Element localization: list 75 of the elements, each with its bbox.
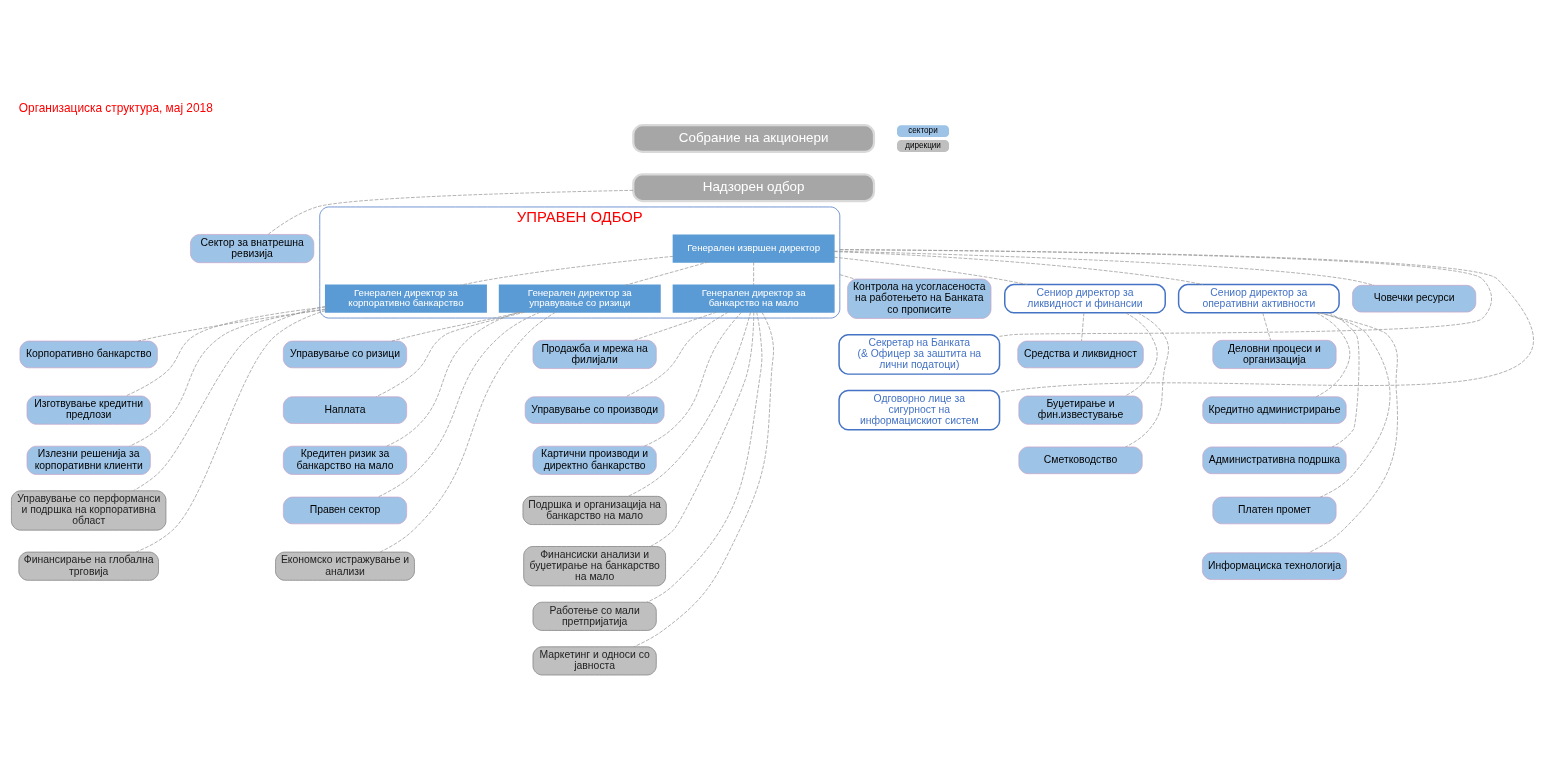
node-box: Надзорен одбор: [632, 173, 876, 203]
diagram-title: Организациска структура, мај 2018: [18, 101, 213, 116]
node-box: Економско истражување и анализи: [275, 551, 415, 581]
connector: [1308, 312, 1398, 554]
connector: [267, 189, 634, 235]
node-box: Продажба и мрежа на филијали: [532, 339, 657, 369]
node-box: Платен промет: [1212, 496, 1337, 525]
node-box: Информациска технологија: [1202, 552, 1347, 580]
connector: [391, 311, 523, 342]
connector: [839, 274, 855, 280]
node-box: Финансиски анализи и буџетирање на банкарство на мало: [523, 546, 666, 587]
node-box: Управување со производи: [524, 396, 665, 424]
connector: [650, 311, 755, 547]
node-box: Сениор директор за ликвидност и финансии: [1004, 283, 1166, 314]
node-box: Генерален директор за банкарство на мало: [672, 284, 835, 313]
node-box: Генерален извршен директор: [672, 234, 835, 263]
connector: [135, 310, 326, 553]
node-box: Административна подршка: [1202, 446, 1347, 475]
node-box: Генерален директор за управување со ризици: [498, 284, 661, 313]
connector: [377, 311, 541, 498]
connector: [833, 250, 1375, 286]
connector: [643, 311, 742, 447]
connector: [1315, 312, 1351, 398]
connector: [459, 256, 674, 286]
node-box: Буџетирање и фин.известување: [1018, 395, 1143, 425]
node-box: Средства и ликвидност: [1017, 340, 1144, 369]
node-box: Кредитен ризик за банкарство на мало: [282, 445, 408, 475]
node-box: Контрола на усогласеноста на работењето на Банката со прописите: [847, 278, 992, 319]
node-box: Човечки ресурси: [1352, 284, 1477, 313]
connector: [633, 311, 774, 648]
node-box: Сектор за внатрешна ревизија: [190, 234, 315, 264]
connector: [839, 249, 1492, 337]
node-box: Работење со мали претпријатија: [532, 601, 657, 631]
connector: [375, 311, 526, 397]
node-box: Сметководство: [1018, 446, 1143, 475]
node-box: Финансирање на глобална трговија: [18, 551, 159, 581]
node-box: Деловни процеси и организација: [1212, 339, 1337, 369]
connector: [1124, 312, 1158, 397]
node-box: Корпоративно банкарство: [19, 340, 158, 369]
connector: [625, 311, 729, 397]
node-box: Одговорно лице за сигурност на информацискиот систем: [838, 389, 1001, 431]
connector: [753, 261, 754, 286]
connector: [379, 311, 556, 553]
connector: [133, 305, 326, 492]
connector: [646, 311, 763, 603]
connector: [833, 256, 1028, 285]
legend-label: сектори: [908, 126, 938, 136]
connector: [137, 309, 326, 342]
connector: [129, 308, 326, 447]
node-box: Наплата: [282, 396, 408, 424]
node-box: Сениор директор за оперативни активности: [1177, 283, 1340, 314]
node-box: Изготвување кредитни предлози: [26, 395, 151, 425]
node-box: Картични производи и директно банкарство: [532, 445, 657, 475]
connector: [1125, 312, 1169, 448]
node-box: Маркетинг и односи со јавноста: [532, 646, 657, 676]
node-box: Управување со перформанси и подршка на корпоративна област: [11, 490, 167, 531]
node-box: Излезни решенија за корпоративни клиенти: [26, 445, 151, 475]
connector: [125, 306, 326, 397]
node-box: Правен сектор: [282, 496, 408, 525]
connector: [1081, 312, 1085, 342]
node-box: Управување со ризици: [282, 340, 408, 369]
connector: [1320, 312, 1391, 498]
connector: [624, 261, 709, 286]
node-box: Подршка и организација на банкарство на мало: [522, 495, 667, 525]
connector: [633, 311, 717, 341]
legend-label: дирекции: [905, 141, 941, 151]
node-box: Секретар на Банката (& Офицер за заштита на лични податоци): [838, 334, 1001, 375]
connector: [833, 251, 1204, 285]
node-box: Генерален директор за корпоративно банкарство: [324, 284, 487, 313]
connector: [1328, 312, 1360, 448]
connector: [1262, 312, 1271, 341]
node-box: Собрание на акционери: [632, 124, 876, 154]
node-box: Кредитно администрирање: [1202, 396, 1347, 424]
connector: [386, 311, 519, 447]
connector: [627, 311, 751, 497]
